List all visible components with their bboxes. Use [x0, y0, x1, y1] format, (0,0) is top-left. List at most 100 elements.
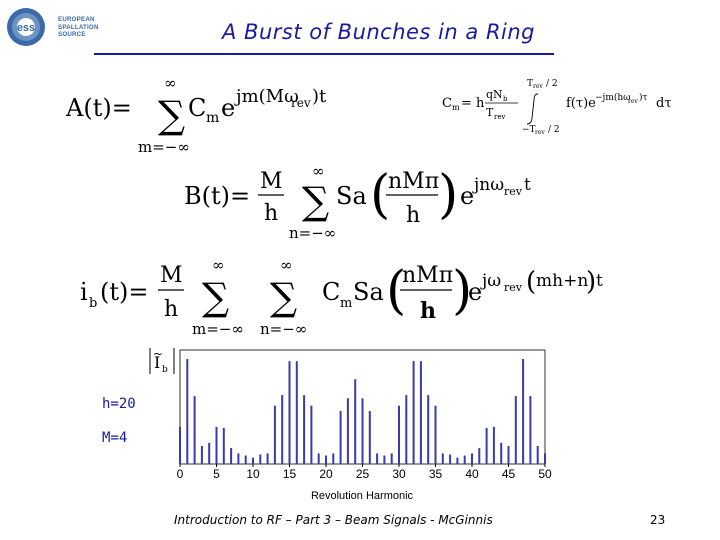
svg-text:C: C [322, 278, 340, 306]
svg-text:Sa: Sa [336, 182, 367, 210]
svg-text:m=−∞: m=−∞ [138, 138, 190, 156]
equation-a-of-t: A(t)= ∞ ∑ m=−∞ C m e jm(Mω rev )t [65, 70, 366, 160]
svg-text:m: m [206, 110, 219, 126]
svg-text:)t: )t [312, 86, 327, 107]
x-tick-label-45: 45 [502, 467, 516, 481]
svg-text:m: m [452, 103, 460, 112]
svg-text:~: ~ [153, 347, 163, 361]
svg-text:T: T [527, 79, 533, 89]
ess-logo-mark: ess [7, 8, 45, 46]
svg-text:f(τ)e: f(τ)e [566, 96, 596, 111]
ess-logo: ess EUROPEAN SPALLATION SOURCE [4, 6, 104, 48]
svg-text:h: h [164, 297, 178, 322]
svg-text:): ) [452, 261, 472, 321]
equation-b-of-t: B(t)= M h ∞ ∑ n=−∞ Sa ( nMπ h ) e jnω re… [184, 158, 564, 242]
svg-text:m=−∞: m=−∞ [192, 320, 244, 338]
svg-text:h: h [264, 201, 278, 226]
svg-text:n=−∞: n=−∞ [289, 224, 336, 242]
svg-text:∑: ∑ [302, 179, 329, 223]
svg-text:mh+n: mh+n [536, 271, 588, 291]
logo-line-3: SOURCE [58, 31, 86, 38]
svg-text:(: ( [526, 267, 536, 297]
svg-text:/ 2: / 2 [548, 125, 560, 135]
svg-text:n=−∞: n=−∞ [260, 320, 307, 338]
x-tick-label-50: 50 [538, 467, 552, 481]
svg-text:∞: ∞ [164, 74, 177, 92]
slide-title: A Burst of Bunches in a Ring [222, 20, 536, 44]
svg-text:∞: ∞ [280, 256, 293, 274]
svg-text:rev: rev [494, 113, 505, 121]
x-tick-label-0: 0 [177, 467, 184, 481]
x-tick-label-5: 5 [213, 467, 220, 481]
x-tick-label-40: 40 [465, 467, 479, 481]
x-tick-label-20: 20 [319, 467, 333, 481]
title-underline [94, 53, 554, 55]
x-tick-label-35: 35 [429, 467, 443, 481]
svg-text:i: i [80, 278, 88, 306]
x-tick-label-30: 30 [392, 467, 406, 481]
svg-text:M: M [260, 169, 283, 194]
svg-text:C: C [442, 96, 452, 111]
equation-c-m: C m = h qN b T rev T rev / 2 −T rev / 2 … [442, 76, 682, 136]
svg-text:∑: ∑ [270, 275, 297, 319]
svg-text:b: b [503, 95, 508, 103]
svg-text:∞: ∞ [212, 256, 225, 274]
svg-text:rev: rev [628, 98, 638, 105]
svg-text:−jm(hω: −jm(hω [595, 92, 631, 103]
equation-i-b-of-t: i b (t)= M h ∞ ∑ m=−∞ ∞ ∑ n=−∞ C m Sa ( … [80, 252, 640, 340]
svg-text:e: e [221, 94, 235, 122]
logo-line-1: EUROPEAN [58, 16, 95, 23]
svg-text:b: b [89, 296, 97, 311]
y-axis-label: I b ~ [149, 347, 175, 375]
svg-text:rev: rev [535, 129, 545, 136]
x-tick-label-15: 15 [283, 467, 297, 481]
svg-text:m: m [340, 296, 352, 311]
svg-text:b: b [162, 365, 168, 375]
logo-wordmark: EUROPEAN SPALLATION SOURCE [58, 16, 99, 39]
svg-text:Sa: Sa [353, 278, 384, 306]
footer-text: Introduction to RF – Part 3 – Beam Signa… [174, 513, 493, 527]
svg-text:rev: rev [533, 83, 543, 90]
svg-text:jm(Mω: jm(Mω [234, 86, 299, 107]
svg-text:C: C [188, 94, 206, 122]
svg-text:e: e [460, 182, 474, 210]
svg-text:B(t)=: B(t)= [184, 182, 250, 210]
svg-text:M: M [160, 263, 183, 288]
svg-text:e: e [468, 278, 482, 306]
logo-badge-text: ess [17, 22, 35, 34]
svg-text:∑: ∑ [202, 275, 229, 319]
svg-text:h: h [406, 203, 420, 228]
x-axis-label: Revolution Harmonic [311, 490, 414, 502]
param-m: M=4 [102, 430, 128, 446]
svg-text:−T: −T [522, 125, 536, 135]
svg-text:= h: = h [461, 96, 485, 111]
svg-text:h: h [420, 298, 436, 324]
svg-text:rev: rev [291, 96, 311, 110]
svg-text:/ 2: / 2 [546, 79, 558, 89]
svg-text:(: ( [370, 165, 390, 225]
svg-text:t: t [524, 175, 531, 195]
svg-text:t: t [596, 271, 603, 291]
svg-text:rev: rev [504, 281, 523, 294]
svg-text:)τ: )τ [639, 92, 648, 103]
svg-text:): ) [586, 267, 596, 297]
svg-text:jω: jω [480, 271, 501, 291]
svg-text:nMπ: nMπ [388, 169, 439, 194]
svg-text:∞: ∞ [312, 162, 325, 180]
param-h: h=20 [102, 396, 136, 412]
svg-text:A(t)=: A(t)= [66, 94, 132, 122]
svg-text:∑: ∑ [158, 93, 185, 137]
svg-text:nMπ: nMπ [402, 263, 453, 288]
x-tick-label-10: 10 [246, 467, 260, 481]
logo-line-2: SPALLATION [58, 23, 99, 31]
page-number: 23 [650, 513, 666, 527]
svg-text:T: T [486, 106, 494, 119]
svg-text:): ) [438, 165, 458, 225]
svg-text:I: I [154, 353, 160, 372]
svg-text:rev: rev [504, 185, 523, 198]
harmonic-spectrum-chart: I b ~ 0 5 10 15 20 25 30 35 40 45 50 Revolution Ha… [140, 344, 560, 508]
svg-text:(: ( [386, 261, 406, 321]
x-tick-label-25: 25 [356, 467, 370, 481]
svg-text:jnω: jnω [472, 175, 504, 195]
svg-text:(t)=: (t)= [100, 278, 148, 306]
